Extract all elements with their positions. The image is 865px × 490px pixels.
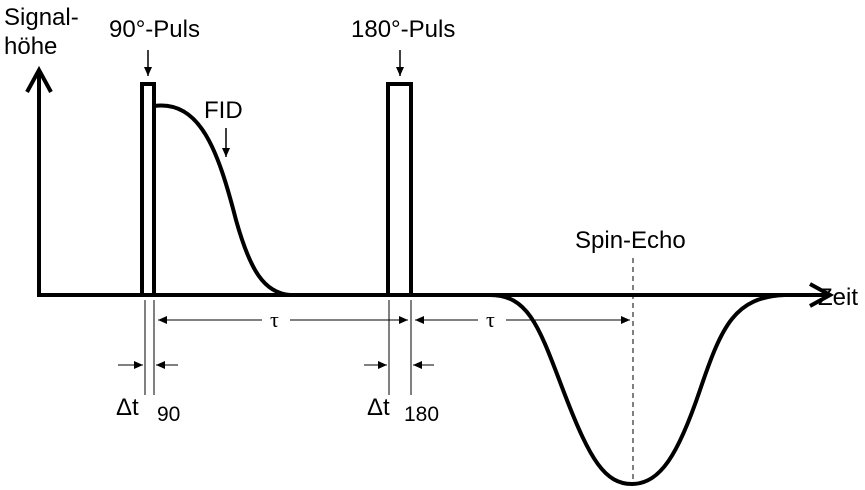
- delta-t-180-label: Δt: [367, 394, 390, 421]
- delta-t-90-subscript: 90: [157, 403, 180, 426]
- delta-t-90-label: Δt: [116, 394, 139, 421]
- y-axis-label-line2: höhe: [4, 33, 57, 60]
- reference-lines: [144, 300, 412, 395]
- y-axis: [25, 65, 53, 296]
- spin-echo-curve: [489, 293, 786, 487]
- pulse-180-rect: [386, 82, 413, 295]
- x-axis-label: Zeit: [818, 284, 858, 311]
- fid-label: FID: [204, 97, 243, 124]
- pulse-90-rect: [140, 82, 156, 295]
- tau-label-2: τ: [486, 307, 495, 332]
- delta-t-180-subscript: 180: [404, 403, 439, 426]
- pulse-90-label: 90°-Puls: [109, 16, 200, 43]
- fid-curve: [153, 103, 291, 297]
- pulse-180-label: 180°-Puls: [351, 16, 455, 43]
- x-axis: [37, 282, 835, 308]
- y-axis-label-line1: Signal-: [4, 4, 79, 31]
- tau-label-1: τ: [270, 307, 279, 332]
- spin-echo-label: Spin-Echo: [575, 227, 686, 254]
